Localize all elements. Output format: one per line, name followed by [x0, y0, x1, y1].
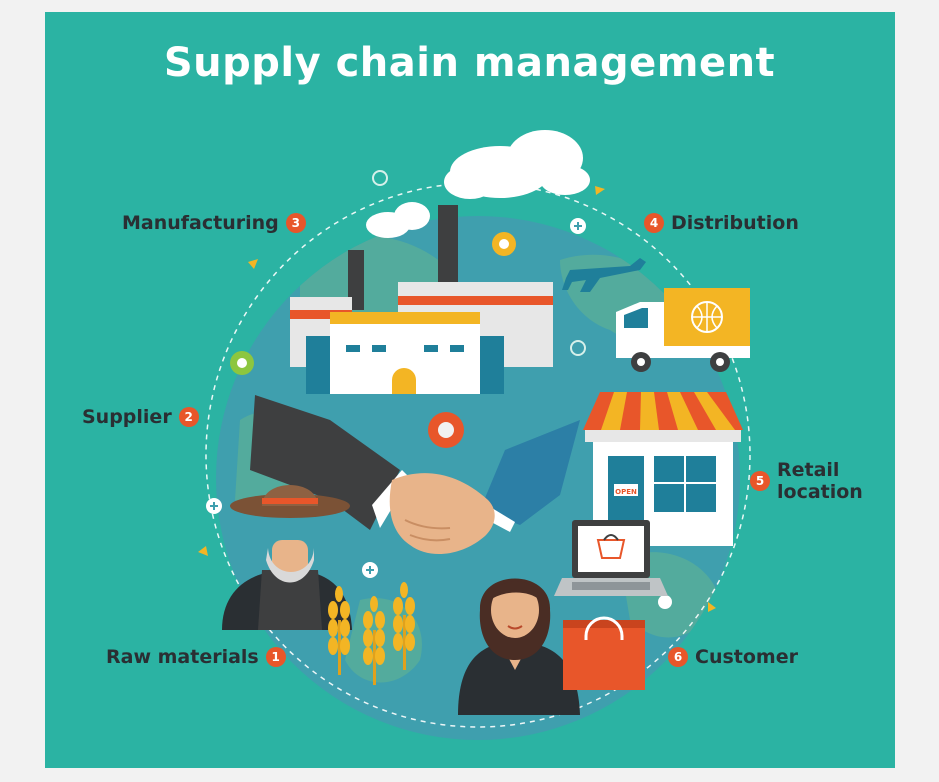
cloud-icon [366, 130, 590, 238]
step-label: Supplier [82, 406, 172, 428]
step-manufacturing: Manufacturing 3 [122, 212, 306, 234]
cycle-arrows [198, 186, 716, 612]
open-sign: OPEN [615, 488, 637, 496]
step-number-badge: 4 [644, 213, 664, 233]
step-distribution: 4 Distribution [644, 212, 799, 234]
step-retail-location: 5 Retail location [750, 459, 872, 503]
handshake-icon [250, 395, 580, 555]
step-label: Retail location [777, 459, 863, 503]
step-label: Raw materials [106, 646, 259, 668]
gear-icon [372, 170, 586, 356]
step-number-badge: 2 [178, 407, 199, 427]
step-label: Customer [695, 646, 798, 668]
step-number-badge: 1 [265, 647, 286, 667]
step-number-badge: 6 [668, 647, 688, 667]
step-raw-materials: Raw materials 1 [106, 646, 286, 668]
truck-icon [616, 288, 750, 372]
plus-icon-marks [210, 222, 582, 574]
customer-icon [458, 578, 580, 715]
step-customer: 6 Customer [668, 646, 798, 668]
factory-icon [290, 205, 553, 394]
step-supplier: Supplier 2 [82, 406, 199, 428]
farmer-icon [222, 485, 352, 630]
laptop-icon [554, 520, 668, 596]
step-label: Manufacturing [122, 212, 279, 234]
gear-icon [230, 232, 516, 448]
airplane-icon [562, 258, 646, 292]
shopping-bag-icon [563, 616, 645, 690]
wheat-icon [328, 582, 415, 685]
page-title: Supply chain management [163, 40, 776, 86]
step-number-badge: 3 [285, 213, 306, 233]
step-label: Distribution [671, 212, 799, 234]
step-number-badge: 5 [750, 471, 770, 491]
